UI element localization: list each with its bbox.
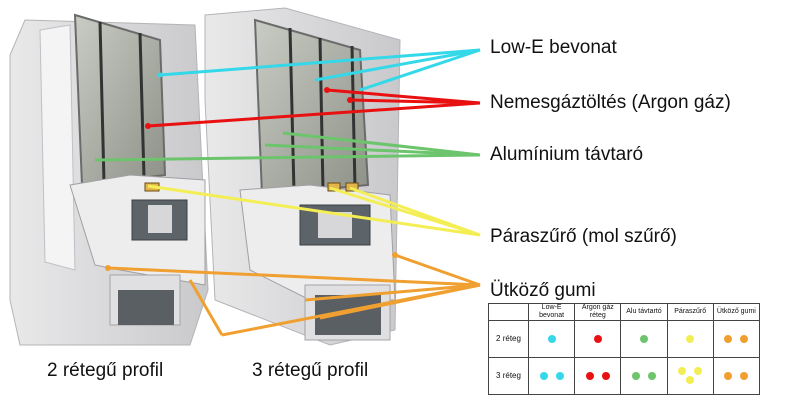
column-header: Low-E bevonat: [527, 303, 576, 321]
table-cell: [620, 357, 668, 395]
table-header-row: Low-E bevonat Argon gáz réteg Alu távtar…: [488, 303, 761, 321]
color-dot: [647, 371, 656, 380]
table-cell: [620, 320, 668, 358]
gasket-label: Ütköző gumi: [490, 280, 596, 301]
table-row: 2 réteg: [488, 320, 761, 358]
table-cell: [527, 357, 576, 395]
argon-label: Nemesgáztöltés (Argon gáz): [490, 92, 731, 113]
color-dot: [539, 371, 548, 380]
table-cell: [574, 320, 622, 358]
color-dot: [724, 371, 733, 380]
comparison-table: Low-E bevonat Argon gáz réteg Alu távtar…: [488, 303, 761, 395]
callout-lines: [94, 48, 481, 337]
low-e-label: Low-E bevonat: [490, 37, 617, 58]
color-dot: [639, 334, 648, 343]
alu-callout-lines: [94, 131, 481, 162]
color-dot: [740, 334, 749, 343]
color-dot: [547, 334, 556, 343]
color-dot: [686, 334, 695, 343]
table-cell: [527, 320, 576, 358]
color-dot: [694, 367, 703, 376]
low-e-callout-lines: [159, 48, 481, 92]
color-dot: [724, 334, 733, 343]
color-dot: [585, 371, 594, 380]
color-dot: [686, 376, 695, 384]
callout-endpoints: [105, 72, 398, 271]
color-dot: [601, 371, 610, 380]
table-corner-cell: [488, 303, 529, 321]
column-header: Ütköző gumi: [712, 303, 761, 321]
row-label: 2 réteg: [488, 320, 529, 358]
aluminium-spacer-label: Alumínium távtaró: [490, 144, 644, 165]
table-cell: [666, 357, 714, 395]
color-dot: [631, 371, 640, 380]
mol-callout-lines: [147, 184, 481, 237]
gumi-callout-lines: [107, 253, 481, 337]
color-dot: [555, 371, 564, 380]
argon-callout-lines: [147, 88, 481, 128]
row-label: 3 réteg: [488, 357, 529, 395]
table-cell: [666, 320, 714, 358]
table-cell: [712, 357, 761, 395]
moisture-filter-label: Páraszűrő (mol szűrő): [490, 226, 677, 247]
column-header: Alu távtartó: [620, 303, 668, 321]
column-header: Páraszűrő: [666, 303, 714, 321]
table-row: 3 réteg: [488, 357, 761, 395]
color-dot: [740, 371, 749, 380]
two-layer-caption: 2 rétegű profil: [47, 360, 164, 381]
table-cell: [712, 320, 761, 358]
table-cell: [574, 357, 622, 395]
three-layer-caption: 3 rétegű profil: [252, 360, 369, 381]
column-header: Argon gáz réteg: [574, 303, 622, 321]
two-layer-profile-illustration: [9, 13, 209, 346]
color-dot: [593, 334, 602, 343]
color-dot: [678, 367, 687, 376]
